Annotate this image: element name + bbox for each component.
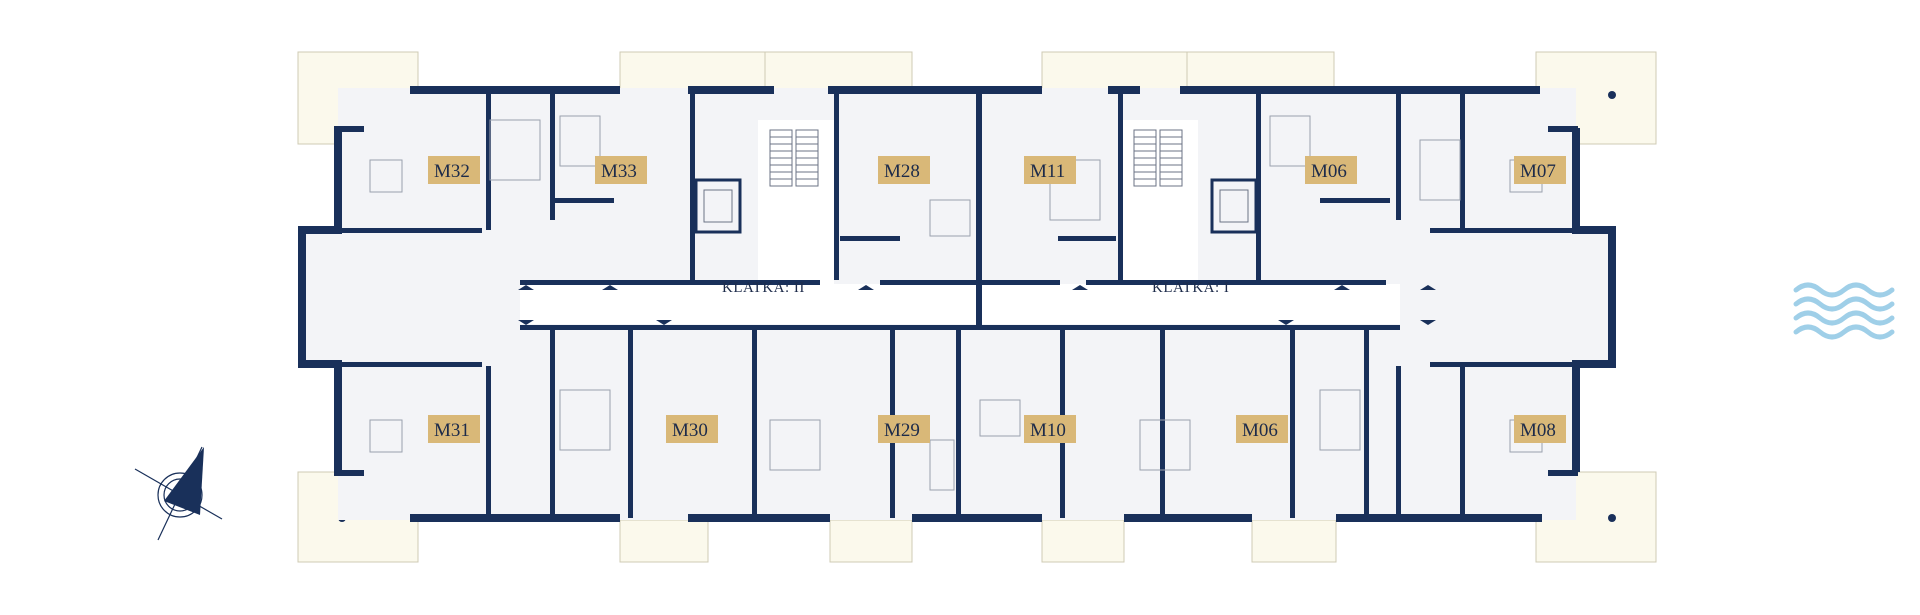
unit-M06-top[interactable] (1256, 90, 1396, 280)
apartment-labels: M32 M33 M28 M11 M06 M07 M31 M30 M29 M10 … (428, 156, 1566, 443)
apt-label-M32: M32 (434, 161, 470, 182)
unit-M28[interactable] (836, 90, 976, 280)
apt-label-M07: M07 (1520, 161, 1556, 182)
stairwell-label-2: KLATKA: II (722, 280, 805, 296)
apt-label-M29: M29 (884, 420, 920, 441)
apt-label-M06-top: M06 (1311, 161, 1347, 182)
apt-label-M28: M28 (884, 161, 920, 182)
apt-label-M33: M33 (601, 161, 637, 182)
apt-label-M08: M08 (1520, 420, 1556, 441)
apt-label-M31: M31 (434, 420, 470, 441)
apt-label-M10: M10 (1030, 420, 1066, 441)
stair-arrow-icon (518, 285, 1436, 325)
compass-icon (134, 446, 223, 541)
apt-label-M06-bottom: M06 (1242, 420, 1278, 441)
unit-M33[interactable] (552, 90, 692, 280)
water-waves-icon (1793, 282, 1895, 340)
apt-label-M30: M30 (672, 420, 708, 441)
stair-flight-2 (769, 129, 819, 187)
apt-label-M11: M11 (1030, 161, 1065, 182)
corridor (520, 120, 1400, 324)
elevator-2 (694, 178, 742, 234)
stairwell-label-1: KLATKA: I (1152, 280, 1229, 296)
stair-flight-1 (1133, 129, 1183, 187)
unit-M30[interactable] (552, 330, 752, 518)
